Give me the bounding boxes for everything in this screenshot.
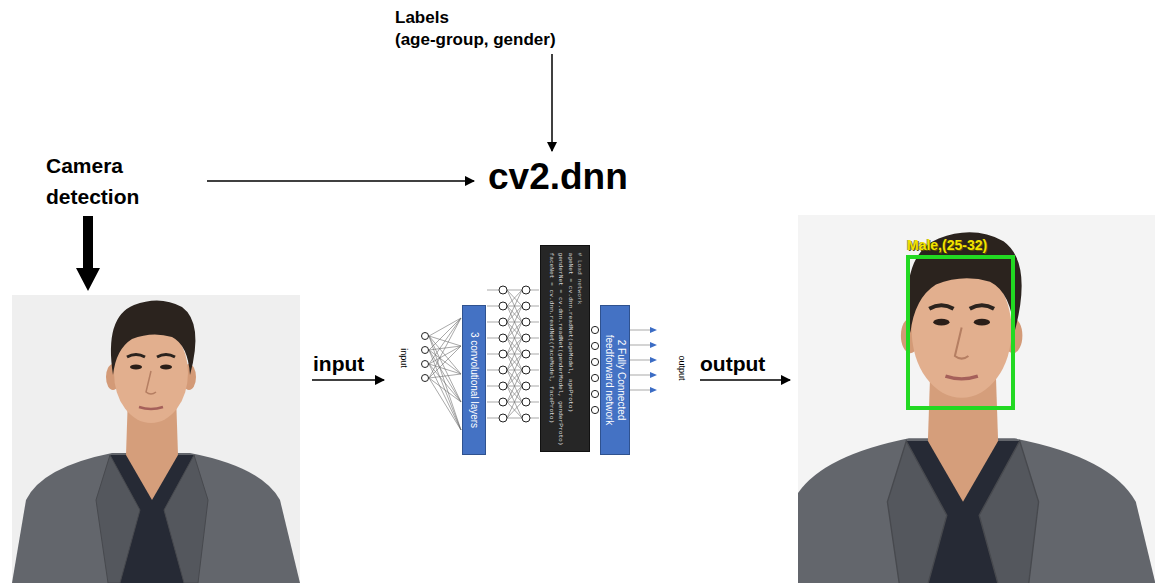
layer-label: 3 convolutional layers [468,332,480,428]
module-name: cv2.dnn [488,155,628,198]
prediction-label: Male,(25-32) [907,237,987,253]
arrow [700,379,790,381]
input-label: Labels [395,8,449,28]
source-label: Camera detection [46,150,158,212]
flow-label: input [313,352,364,376]
code-box: # Load networkageNet = cv.dnn.readNet(ag… [540,245,590,452]
layer-caption: input [398,348,409,368]
block-arrow [76,216,100,291]
input-photo [12,300,300,583]
person-figure [798,232,1155,583]
output-photo [798,232,1155,583]
face-box: Male,(25-32) [906,255,1015,410]
person-figure [12,300,300,583]
code-line: faceNet = cv.dnn.readNet(faceModel, face… [546,252,555,445]
arrow [207,180,474,182]
code-line: # Load network [574,252,583,445]
layer-label: 2 Fully Connected feedforward network [603,320,627,440]
arrow [551,54,553,151]
layer-caption: output [676,355,687,380]
output-arrow-heads [650,327,657,393]
photo-background [12,295,300,583]
code-line: ageNet = cv.dnn.readNet(ageModel, agePro… [565,252,574,445]
flow-label: output [700,352,765,376]
input-label: (age-group, gender) [395,30,556,50]
code-listing: # Load networkageNet = cv.dnn.readNet(ag… [546,252,583,445]
layer-box: 2 Fully Connected feedforward network [600,305,630,455]
code-line: genderNet = cv.dnn.readNet(genderModel, … [556,252,565,445]
arrow [312,379,384,381]
layer-box: 3 convolutional layers [462,305,486,455]
